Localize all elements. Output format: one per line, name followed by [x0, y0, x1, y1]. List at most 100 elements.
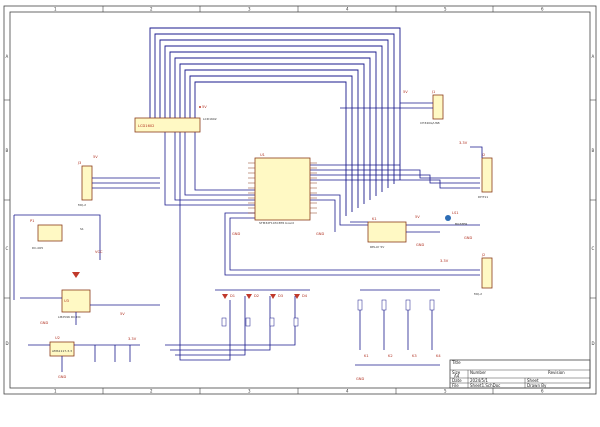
tb-date-value: 2024/5/1: [470, 378, 488, 383]
col-label: 6: [541, 7, 544, 12]
tb-date-label: Date: [452, 378, 462, 383]
led-ref: D3: [278, 294, 283, 298]
tb-sheet-label: Sheet: [527, 378, 539, 383]
buzzer: LS1 BUZZER GND: [445, 211, 472, 240]
ldo-name: AMS1117-3.3: [52, 349, 72, 353]
right-lower-header: J2 MQ-2 3.3V: [440, 253, 493, 296]
col-label: 6: [541, 389, 544, 394]
lcd-note: LCD1602: [203, 117, 217, 121]
switch-ref: S1: [80, 227, 84, 231]
relay-name: RELAY 5V: [370, 245, 385, 249]
dcdc-ref: U3: [64, 299, 69, 303]
col-label: 5: [444, 389, 447, 394]
u1-ref: U1: [260, 153, 265, 157]
gnd-label: GND: [316, 232, 324, 236]
tb-size-value: A4: [454, 374, 460, 379]
uart-name: CH340G/USB: [420, 121, 440, 125]
sensor-name: MQ-2: [78, 203, 86, 207]
mcu-u1: U1 STM32F103C8T6 board GND GND: [232, 153, 324, 236]
relay-ref: K1: [372, 217, 377, 221]
row-label: C: [592, 246, 595, 251]
net-label: 3.3V: [459, 141, 468, 145]
col-label: 3: [248, 389, 251, 394]
col-label: 1: [54, 7, 57, 12]
key-ref: K3: [412, 354, 417, 358]
ldo-regulator: U2 AMS1117-3.3 GND 3.3V: [28, 336, 140, 379]
net-label: VCC: [95, 250, 103, 254]
net-label: 5V: [202, 105, 207, 109]
jack-ref: P1: [30, 219, 34, 223]
col-label: 3: [248, 7, 251, 12]
col-label: 4: [346, 7, 349, 12]
gnd-label: GND: [40, 321, 48, 325]
relay-module: K1 RELAY 5V 5V GND: [350, 215, 440, 249]
net-label: 5V: [403, 90, 408, 94]
uart-header: J1 CH340G/USB 5V: [340, 90, 444, 125]
key-ref: K4: [436, 354, 441, 358]
dht-name: DHT11: [478, 195, 488, 199]
col-label: 2: [150, 389, 153, 394]
buzzer-name: BUZZER: [455, 222, 467, 226]
dcdc-converter: U3 LM2596 DC-DC GND 5V: [20, 272, 160, 325]
buzzer-icon: [445, 215, 451, 221]
gnd-label: GND: [356, 377, 364, 381]
lcd-label: LCD1602: [138, 124, 154, 128]
sensor-ref: J3: [77, 161, 81, 165]
net-label: 3.3V: [440, 259, 449, 263]
tb-file-value: Sheet1.SchDoc: [470, 383, 500, 388]
led-icon: [294, 294, 300, 299]
jack-name: DC-005: [32, 246, 43, 250]
diode-icon: [72, 272, 80, 278]
net-label: 5V: [120, 312, 125, 316]
lcd-header: LCD1602 5V LCD1602: [134, 105, 217, 133]
dcdc-name: LM2596 DC-DC: [58, 315, 81, 319]
dht-ref: J2: [481, 153, 485, 157]
row-label: A: [6, 54, 9, 59]
tb-title-label: Title: [451, 360, 461, 365]
gnd-label: GND: [232, 232, 240, 236]
led-row: D1 D2 D3 D4: [215, 289, 310, 327]
gnd-label: GND: [464, 236, 472, 240]
key-ref: K2: [388, 354, 393, 358]
gnd-label: GND: [416, 243, 424, 247]
tb-revision-label: Revision: [548, 370, 565, 375]
led-ref: D4: [302, 294, 308, 298]
row-label: B: [6, 148, 9, 153]
col-label: 5: [444, 7, 447, 12]
uart-ref: J1: [431, 90, 435, 94]
gnd-label: GND: [58, 375, 66, 379]
tb-size-label: Size: [452, 370, 461, 375]
tb-file-label: File: [452, 383, 459, 388]
ldo-ref: U2: [55, 336, 60, 340]
key-switches: K1 K2 K3 K4 GND: [355, 289, 441, 381]
u1-name: STM32F103C8T6 board: [259, 221, 294, 225]
row-label: D: [592, 341, 595, 346]
led-icon: [270, 294, 276, 299]
bus-wires: [149, 27, 480, 361]
col-label: 1: [54, 389, 57, 394]
header-name: MQ-2: [474, 292, 482, 296]
buzzer-ref: LS1: [452, 211, 459, 215]
col-label: 2: [150, 7, 153, 12]
row-label: C: [6, 246, 9, 251]
net-label: 5V: [415, 215, 420, 219]
led-icon: [222, 294, 228, 299]
row-label: D: [6, 341, 9, 346]
header-ref: J2: [481, 253, 485, 257]
row-label: B: [592, 148, 595, 153]
net-label: 5V: [93, 155, 98, 159]
tb-number-label: Number: [470, 370, 486, 375]
net-label: 3.3V: [128, 337, 137, 341]
dht-header: J2 DHT11 3.3V: [459, 141, 493, 199]
sheet-border: 1 2 3 4 5 6 1 2 3 4 5 6 A B C D A B C D: [3, 5, 597, 395]
left-header: J3 MQ-2 5V: [77, 155, 160, 207]
led-ref: D1: [230, 294, 235, 298]
title-block: Title Size Number Revision A4 Date 2024/…: [449, 359, 591, 389]
tb-drawn-label: Drawn By: [527, 383, 547, 388]
power-jack: P1 DC-005 VCC S1: [13, 214, 103, 300]
key-ref: K1: [364, 354, 369, 358]
led-icon: [246, 294, 252, 299]
led-ref: D2: [254, 294, 259, 298]
